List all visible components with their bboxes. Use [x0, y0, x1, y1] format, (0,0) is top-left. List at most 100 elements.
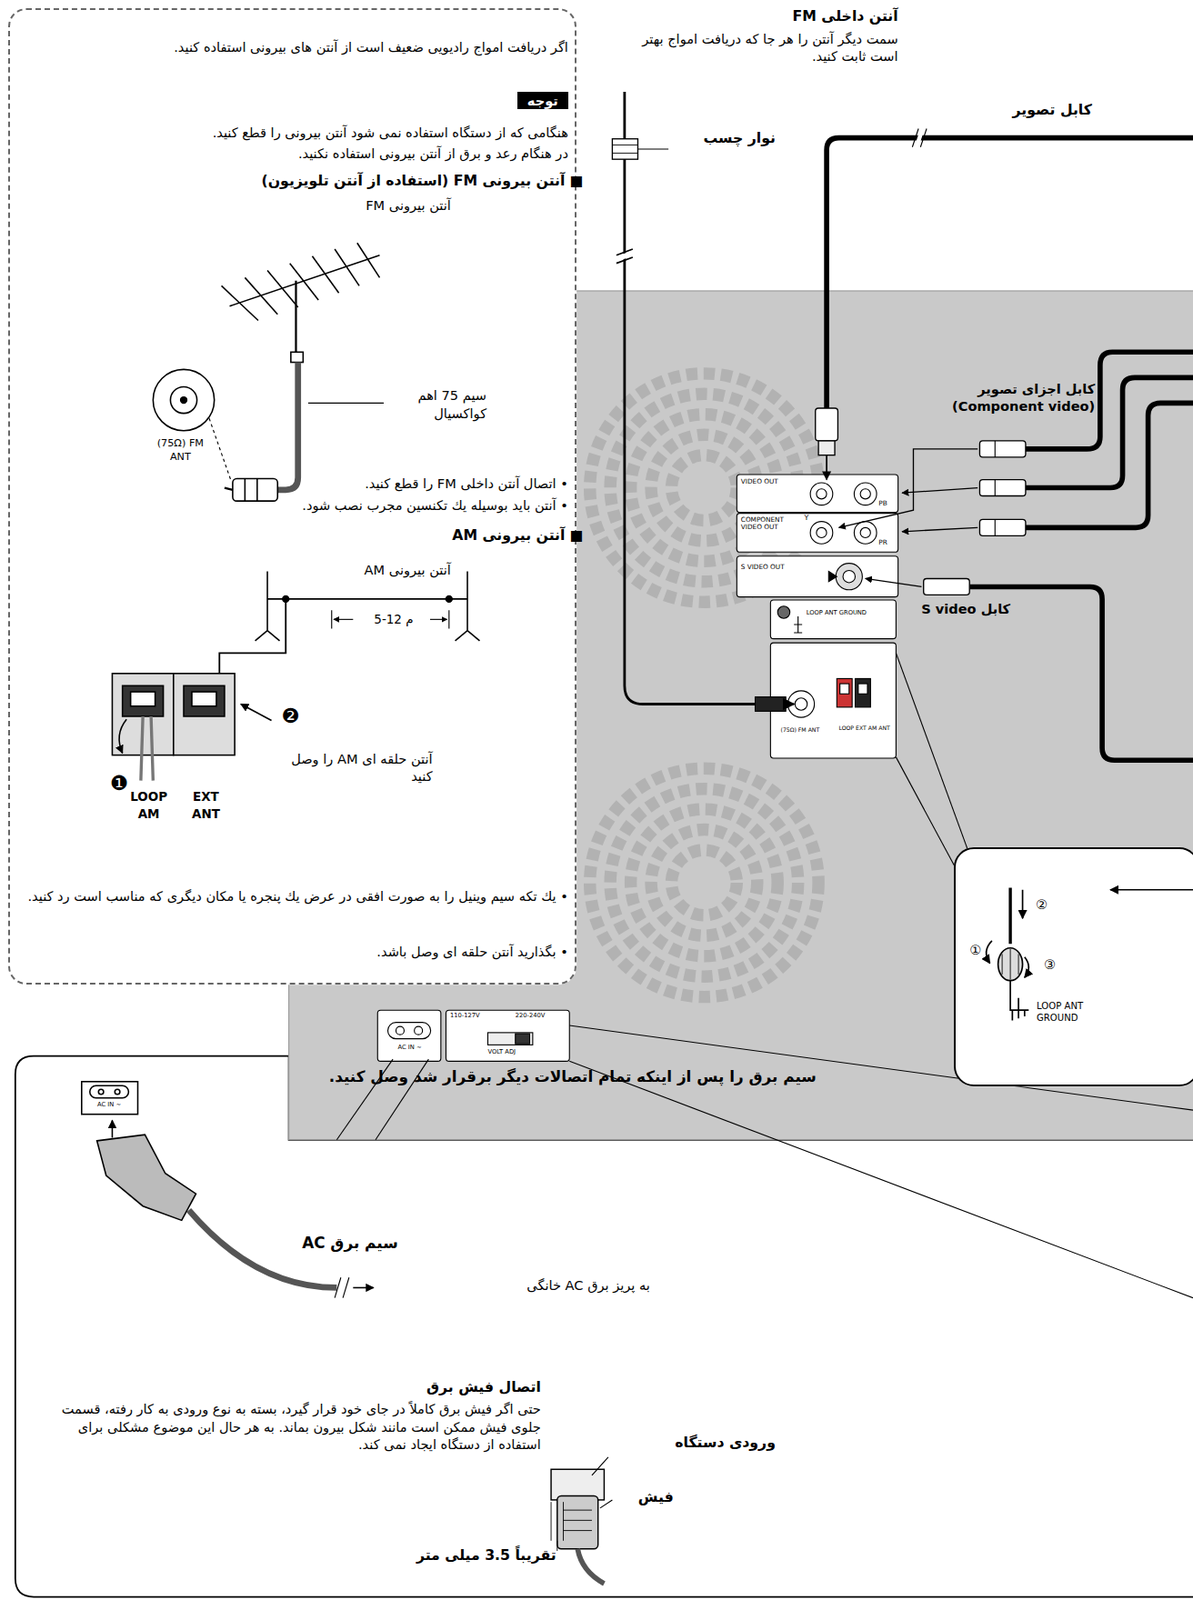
power-cord — [352, 1287, 373, 1290]
plug-detail — [563, 1510, 592, 1531]
speaker-grille — [610, 789, 799, 978]
fm-outdoor-antenna — [230, 255, 381, 307]
component-video-cable — [839, 351, 1193, 536]
node-text: ① — [964, 941, 985, 960]
fm-outdoor-antenna — [244, 478, 257, 502]
label-text: سمت دیگر آنتن را هر جا که دریافت امواج ب… — [611, 30, 898, 66]
ground-callout-ground — [953, 847, 1193, 1088]
am-terminal — [111, 673, 271, 782]
node-text: ③ — [1038, 955, 1062, 974]
node-text: LOOP ANT GROUND — [1036, 1000, 1109, 1025]
connector-panel — [853, 521, 877, 545]
loop-ant-ground-detail — [1022, 890, 1024, 919]
am-outdoor-antenna — [331, 610, 450, 629]
fm-outdoor-antenna — [180, 397, 188, 404]
connector-panel — [777, 606, 790, 619]
connector-panel — [794, 698, 807, 711]
am-terminal — [130, 691, 156, 707]
plug-detail — [591, 1457, 612, 1509]
leader-line — [569, 1061, 1193, 1298]
am-outdoor-antenna — [219, 571, 480, 682]
am-terminal — [119, 719, 127, 753]
label-text: 220-240V — [515, 1012, 565, 1021]
am-terminal — [191, 691, 217, 707]
loop-ant-ground-detail — [986, 941, 993, 964]
node-text: 5-12 م — [357, 611, 432, 629]
am-outdoor-antenna — [219, 601, 286, 682]
label-text: نوار چسب — [668, 128, 776, 148]
ac-inlet-and-voltage-selector — [414, 1026, 423, 1035]
node-text: سیم برق AC — [255, 1233, 399, 1254]
video-cable — [818, 441, 835, 456]
node-text: ❷ — [275, 701, 307, 730]
am-outdoor-antenna — [428, 619, 447, 621]
label-text: LOOP EXT AM ANT — [834, 724, 894, 732]
speaker-grille — [651, 830, 758, 937]
node-text: • يك تكه سیم وینیل را به صورت افقی در عر… — [24, 887, 569, 906]
loop-ant-ground-detail — [1110, 889, 1193, 892]
power-cord — [81, 1082, 374, 1299]
node-text: ② — [1030, 895, 1053, 914]
s-video-cable — [923, 578, 971, 595]
ground-callout-ground — [953, 847, 1193, 1088]
ac-inlet-and-voltage-selector — [515, 1033, 531, 1044]
node-text: سیم 75 اهم کواکسیال — [389, 386, 487, 422]
component-video-cable — [979, 441, 1026, 536]
component-video-cable — [902, 488, 978, 494]
connector-panel — [860, 489, 871, 500]
fm-indoor-antenna-wire — [624, 91, 756, 704]
node-text: اتصال فیش برق — [377, 1377, 542, 1397]
plug-detail — [577, 1549, 604, 1584]
connector-panel — [858, 683, 868, 694]
plug-detail — [551, 1502, 563, 1542]
component-video-cable — [979, 519, 1026, 536]
fm-outdoor-antenna — [294, 280, 297, 356]
power-cord — [98, 1089, 104, 1095]
connector-panel — [860, 527, 871, 538]
label-text: VOLT ADJ — [487, 1049, 539, 1057]
ac-inlet-and-voltage-selector — [387, 1022, 431, 1040]
fm-indoor-antenna-wire — [611, 139, 638, 160]
fm-outdoor-antenna — [152, 242, 384, 502]
loop-ant-ground-detail — [1012, 1010, 1024, 1021]
node-text: ورودی دستگاه — [611, 1433, 776, 1453]
dashed-panel-ground — [8, 8, 577, 985]
connector-panel — [836, 678, 853, 707]
connector-panel — [770, 600, 896, 640]
node-text: EXT ANT — [179, 789, 232, 823]
s-video-cable — [865, 578, 1193, 761]
label-text: PB — [878, 500, 897, 508]
label-text: LOOP ANT GROUND — [806, 610, 871, 618]
connector-panel — [828, 571, 837, 582]
power-cord — [90, 1085, 130, 1098]
am-outdoor-antenna — [255, 571, 281, 642]
label-text: VIDEO OUT — [741, 478, 803, 486]
node-text: هنگامی که از دستگاه استفاده نمی شود آنتن… — [32, 123, 569, 142]
loop-ant-ground-detail — [1008, 888, 1012, 945]
fm-indoor-antenna-wire — [785, 702, 794, 705]
am-terminal — [183, 685, 225, 717]
loop-ant-ground-detail — [1002, 949, 1019, 981]
speaker-grille — [631, 809, 779, 957]
am-terminal — [240, 704, 272, 722]
ground-callout: ① ② ③ LOOP ANT GROUND — [953, 847, 1193, 1088]
node-text: • آنتن باید بوسیله يك تكنسین مجرب نصب شو… — [154, 496, 569, 515]
fm-outdoor-antenna — [232, 478, 278, 502]
node-text: LOOP AM — [121, 789, 175, 823]
video-cable — [916, 129, 923, 148]
node-text: توجه — [517, 91, 569, 111]
label-text: 110-127V — [450, 1012, 497, 1021]
node-text: اگر دریافت امواج رادیویی ضعیف است از آنت… — [32, 38, 569, 57]
fm-indoor-antenna-wire — [611, 91, 794, 712]
loop-ant-ground-detail — [998, 948, 1023, 982]
fm-outdoor-antenna — [308, 402, 384, 404]
power-cord — [334, 1277, 350, 1298]
am-terminal — [122, 685, 164, 717]
power-cord-callout: سیم برق را پس از اینکه تمام اتصالات دیگر… — [15, 1056, 1193, 1599]
node-text: ■ آنتن بیرونی FM (استفاده از آنتن تلویزی… — [175, 170, 584, 191]
label-text: AC IN ~ — [381, 1044, 439, 1053]
connector-panel — [853, 482, 877, 506]
ac-inlet-and-voltage-selector — [445, 1010, 570, 1062]
node-text: • اتصال آنتن داخلی FM را قطع کنید. — [154, 474, 569, 493]
